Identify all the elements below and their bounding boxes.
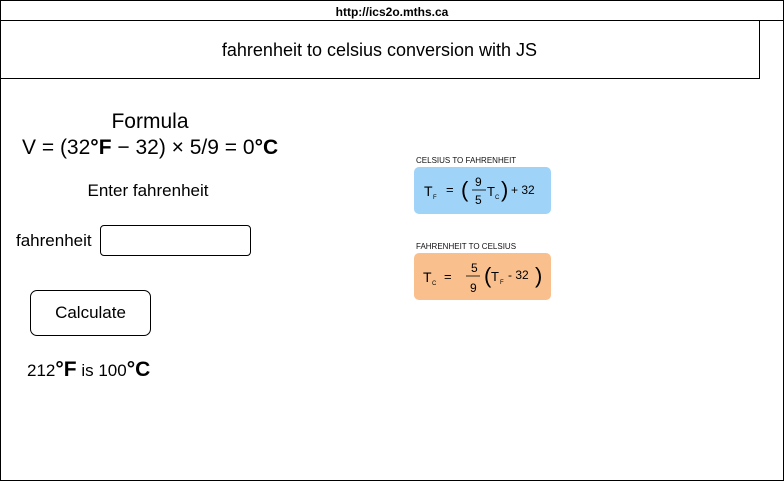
address-bar[interactable]: http://ics2o.mths.ca (335, 5, 449, 19)
c-to-f-lhs-sub: F (433, 195, 437, 201)
f-to-c-lhs-sub: C (432, 281, 437, 287)
result-output-value: 100 (98, 361, 127, 380)
f-to-c-var: T (491, 269, 499, 284)
c-to-f-lhs: T (424, 183, 433, 199)
f-to-c-formula-graphic: T C = 5 9 ( T F - 32 ) (423, 261, 542, 295)
c-to-f-card-label: CELSIUS TO FAHRENHEIT (416, 156, 517, 165)
c-to-f-var-sub: C (495, 195, 500, 201)
c-to-f-paren-close: ) (501, 177, 508, 202)
f-to-c-paren-close: ) (535, 263, 542, 288)
c-to-f-numerator: 9 (475, 175, 482, 189)
f-to-c-equals: = (444, 269, 452, 284)
fahrenheit-input[interactable] (100, 225, 251, 256)
formula-heading: Formula (111, 110, 189, 133)
c-to-f-equals: = (446, 182, 454, 197)
f-to-c-numerator: 5 (471, 261, 478, 275)
c-to-f-tail: + 32 (511, 183, 535, 197)
instruction-label: Enter fahrenheit (87, 181, 209, 200)
f-to-c-denominator: 9 (470, 281, 477, 295)
page-header: fahrenheit to celsius conversion with JS (0, 20, 760, 79)
f-to-c-tail: - 32 (508, 268, 529, 282)
formula-unit-f: °F (90, 136, 112, 159)
result-connector: is (76, 361, 99, 380)
c-to-f-denominator: 5 (475, 193, 482, 207)
formula-middle: − 32) × 5/9 = 0 (111, 136, 255, 159)
f-to-c-lhs: T (423, 269, 432, 285)
f-to-c-paren-open: ( (484, 263, 492, 288)
calculate-button[interactable]: Calculate (30, 290, 151, 336)
c-to-f-paren-open: ( (461, 177, 469, 202)
f-to-c-card-label: FAHRENHEIT TO CELSIUS (416, 242, 517, 251)
result-unit-c: °C (126, 358, 151, 381)
page-title: fahrenheit to celsius conversion with JS (221, 40, 538, 60)
result-text: 212°F is 100°C (27, 358, 150, 382)
c-to-f-var: T (487, 184, 495, 199)
formula-unit-c: °C (254, 136, 279, 159)
f-to-c-formula-card: T C = 5 9 ( T F - 32 ) (414, 253, 551, 300)
formula-prefix: V = (32 (22, 136, 91, 159)
result-input-value: 212 (27, 361, 56, 380)
c-to-f-formula-card: T F = ( 9 5 T C ) + 32 (414, 167, 551, 214)
formula-expression: V = (32°F − 32) × 5/9 = 0°C (22, 136, 278, 160)
result-unit-f: °F (55, 358, 77, 381)
fahrenheit-field-label: fahrenheit (16, 231, 92, 250)
c-to-f-formula-graphic: T F = ( 9 5 T C ) + 32 (424, 175, 535, 207)
f-to-c-var-sub: F (500, 280, 504, 286)
